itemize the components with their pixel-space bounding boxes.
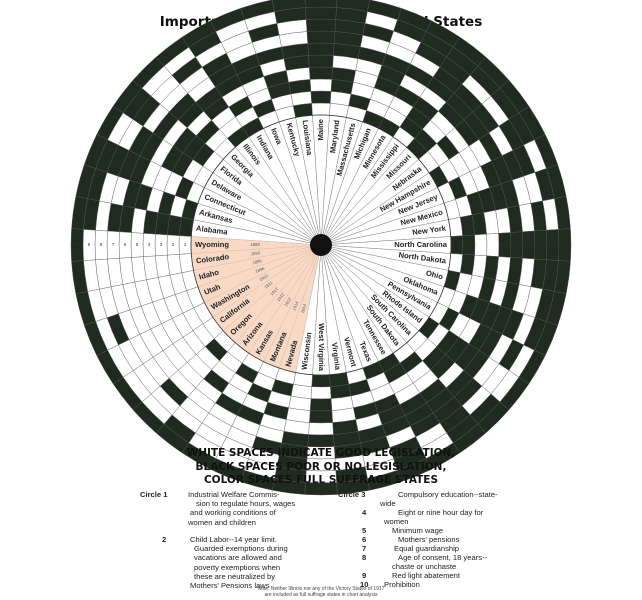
circle-number: 7 — [112, 242, 115, 247]
legend-circle-10-text: Prohibition — [384, 580, 420, 589]
caption-line-1: WHITE SPACES INDICATE GOOD LEGISLATION, — [186, 447, 456, 459]
legend-circle-1-text: Industrial Welfare Commis- sion to regul… — [188, 490, 295, 527]
legend-circle-2-number: 2 — [162, 535, 167, 544]
state-label: New York — [412, 223, 448, 236]
suffrage-year: 1914 — [300, 303, 307, 314]
legend-circle-9-text: Red light abatement — [392, 571, 460, 580]
legend-line: Compulsory education--state- — [398, 490, 498, 499]
footnote: Note: Neither Illinois nor any of the Vi… — [0, 586, 642, 598]
suffrage-year: 1914 — [291, 300, 299, 311]
legend-line: these are neutralized by — [194, 571, 276, 581]
legend-circle-5-number: 5 — [362, 526, 367, 535]
circle-number: 10 — [74, 242, 80, 247]
suffrage-year: 1912 — [269, 286, 280, 297]
legend-circle-4-number: 4 — [362, 508, 367, 517]
legend-line: Mothers' Pensions laws — [190, 581, 270, 591]
state-label: Ohio — [425, 268, 444, 281]
legend-line: Eight or nine hour day for — [398, 508, 484, 517]
legend-circle-3-text: Compulsory education--state- wide — [380, 490, 498, 508]
footnote-line-2: are included as full suffrage states in … — [264, 592, 378, 598]
state-label: Maine — [316, 119, 325, 141]
ring-cells — [70, 0, 572, 496]
circle-number: 4 — [148, 242, 151, 247]
legend-line: wide — [380, 499, 396, 509]
suffrage-year: 1896 — [252, 258, 263, 265]
state-label: Virginia — [330, 342, 343, 371]
legend-line: and working conditions of — [190, 508, 276, 518]
center-hub — [310, 234, 332, 256]
circle-number: 8 — [100, 242, 103, 247]
legend-line: Industrial Welfare Commis- — [188, 490, 280, 499]
circle-number: 9 — [88, 242, 91, 247]
legend-circle-9-number: 9 — [362, 571, 367, 580]
legend-line: women and children — [188, 517, 256, 527]
legend-circle-5-text: Minimum wage — [392, 526, 444, 535]
legend-circle-7-number: 7 — [362, 544, 367, 553]
inner-circle-outline — [190, 114, 452, 376]
legend-circle-1-number: Circle 1 — [140, 490, 168, 499]
caption-line-3: COLOR SPACES FULL SUFFRAGE STATES — [203, 474, 439, 486]
legend-line: Guarded exemptions during — [194, 544, 288, 554]
legend-line: vacations are allowed and — [194, 553, 282, 563]
circle-number: 1 — [184, 242, 187, 247]
legend-circle-7-text: Equal guardianship — [394, 544, 460, 553]
legend-line: women — [384, 517, 409, 527]
circle-number: 6 — [124, 242, 127, 247]
chart-caption: WHITE SPACES INDICATE GOOD LEGISLATION, … — [0, 447, 642, 488]
legend-circle-8-number: 8 — [362, 553, 367, 562]
state-label: Alabama — [196, 224, 229, 237]
legend-circle-3-number: Circle 3 — [338, 490, 366, 499]
state-label: West Virginia — [317, 323, 326, 372]
suffrage-year: 1869 — [250, 242, 260, 247]
legend-circle-2-text: Child Labor--14 year limit. Guarded exem… — [190, 535, 288, 590]
legend-circle-6-text: Mothers' pensions — [398, 535, 460, 544]
legend-circle-4-text: Eight or nine hour day for women — [384, 508, 483, 526]
state-label: Wyoming — [195, 240, 229, 249]
legend-line: poverty exemptions when — [194, 562, 281, 572]
legend-circle-8-text: Age of consent, 18 years-- chaste or unc… — [384, 553, 487, 571]
suffrage-year: 1911 — [263, 280, 274, 290]
legend-line: Age of consent, 18 years-- — [398, 553, 488, 562]
caption-line-2: BLACK SPACES POOR OR NO LEGISLATION, — [195, 460, 447, 473]
state-sectors — [190, 114, 452, 376]
legend-line: sion to regulate hours, wages — [196, 499, 296, 509]
state-label: Colorado — [195, 252, 230, 265]
suffrage-year: 1912 — [276, 291, 286, 302]
state-label: Maryland — [328, 119, 341, 154]
suffrage-year-labels: 1914191419121912191219111910189618961893… — [250, 242, 307, 314]
suffrage-year: 1893 — [251, 250, 262, 256]
legend-circle-10-number: 10 — [360, 580, 369, 589]
legend-circle-6-number: 6 — [362, 535, 367, 544]
suffrage-year: 1910 — [258, 273, 269, 282]
circle-number-labels: 10 9 8 7 6 5 4 3 2 1 — [74, 242, 186, 247]
suffrage-year: 1912 — [283, 296, 292, 307]
ring-cell — [70, 228, 84, 262]
legend-line: chaste or unchaste — [392, 562, 457, 572]
circle-number: 5 — [136, 242, 139, 247]
circle-number: 2 — [172, 242, 175, 247]
legend-line: Child Labor--14 year limit. — [190, 535, 277, 544]
suffrage-year: 1896 — [255, 266, 266, 274]
state-label: North Carolina — [394, 240, 448, 249]
footnote-line-1: Note: Neither Illinois nor any of the Vi… — [257, 586, 385, 592]
circle-number: 3 — [160, 242, 163, 247]
